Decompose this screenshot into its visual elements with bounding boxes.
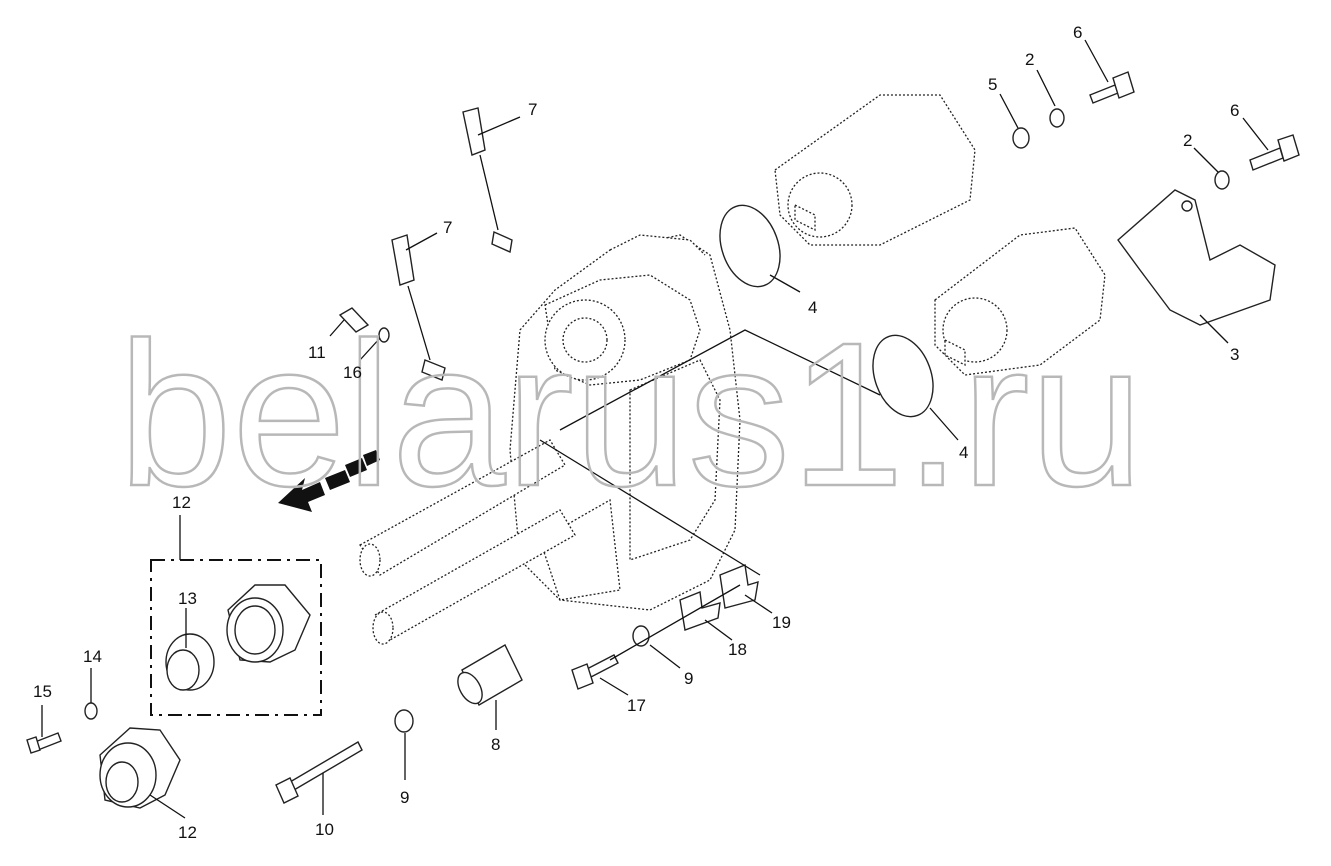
bearing-housing-12 [99, 727, 181, 809]
gearbox-housing [509, 234, 741, 611]
callout-5: 5 [988, 75, 997, 94]
callout-15: 15 [33, 682, 52, 701]
sleeve-8 [457, 644, 523, 706]
output-shafts [359, 439, 576, 645]
callout-13: 13 [178, 589, 197, 608]
bolt-15 [26, 732, 62, 754]
washer-9-upper [632, 625, 650, 647]
callout-14: 14 [83, 647, 102, 666]
callout-9-upper: 9 [684, 669, 693, 688]
hydraulic-motor-upper [774, 94, 976, 246]
callout-9-lower: 9 [400, 788, 409, 807]
washer-2-right [1214, 170, 1230, 190]
callout-2-upper: 2 [1025, 50, 1034, 69]
bolt-upper [1089, 71, 1135, 104]
callout-6-right: 6 [1230, 101, 1239, 120]
plate-18 [679, 591, 721, 631]
bolt-17 [571, 654, 619, 690]
callout-12-kit: 12 [172, 493, 191, 512]
kit-12-frame [150, 559, 322, 716]
o-ring-upper [719, 204, 781, 288]
callout-19: 19 [772, 613, 791, 632]
watermark: belarus1.ru [118, 300, 1144, 529]
direction-arrow [278, 450, 380, 512]
callout-7-upper: 7 [528, 100, 537, 119]
callout-4-lower: 4 [959, 443, 968, 462]
washer-14 [84, 702, 98, 720]
bracket [1117, 189, 1276, 326]
long-bolt-10 [275, 741, 363, 804]
callout-17: 17 [627, 696, 646, 715]
callout-labels: 7 7 5 2 6 6 2 4 3 4 11 16 12 13 14 15 12… [33, 23, 1239, 842]
bracket-hole [1181, 200, 1193, 212]
o-ring-lower [872, 334, 934, 418]
callout-3: 3 [1230, 345, 1239, 364]
callout-18: 18 [728, 640, 747, 659]
assembly-lines [539, 329, 881, 661]
callout-8: 8 [491, 735, 500, 754]
callout-4-upper: 4 [808, 298, 817, 317]
callout-11: 11 [308, 343, 326, 362]
hydraulic-motor-lower [934, 227, 1106, 376]
washer-9-lower [394, 709, 414, 733]
callout-10: 10 [315, 820, 334, 839]
washer-16 [378, 327, 390, 343]
plate-19 [719, 564, 759, 609]
bolt-11 [338, 307, 370, 333]
callout-16: 16 [343, 363, 362, 382]
callout-2-right: 2 [1183, 131, 1192, 150]
bearing-13 [165, 633, 215, 691]
speed-sensor-upper [462, 107, 513, 254]
callout-7-lower: 7 [443, 218, 452, 237]
callout-12-bottom: 12 [178, 823, 197, 842]
bearing-housing-kit [226, 584, 311, 663]
leader-lines [41, 39, 1269, 819]
washer-2-upper [1049, 108, 1065, 128]
washer-5 [1012, 127, 1030, 149]
bolt-right [1249, 134, 1300, 171]
callout-6-upper: 6 [1073, 23, 1082, 42]
speed-sensor-lower [391, 234, 446, 381]
